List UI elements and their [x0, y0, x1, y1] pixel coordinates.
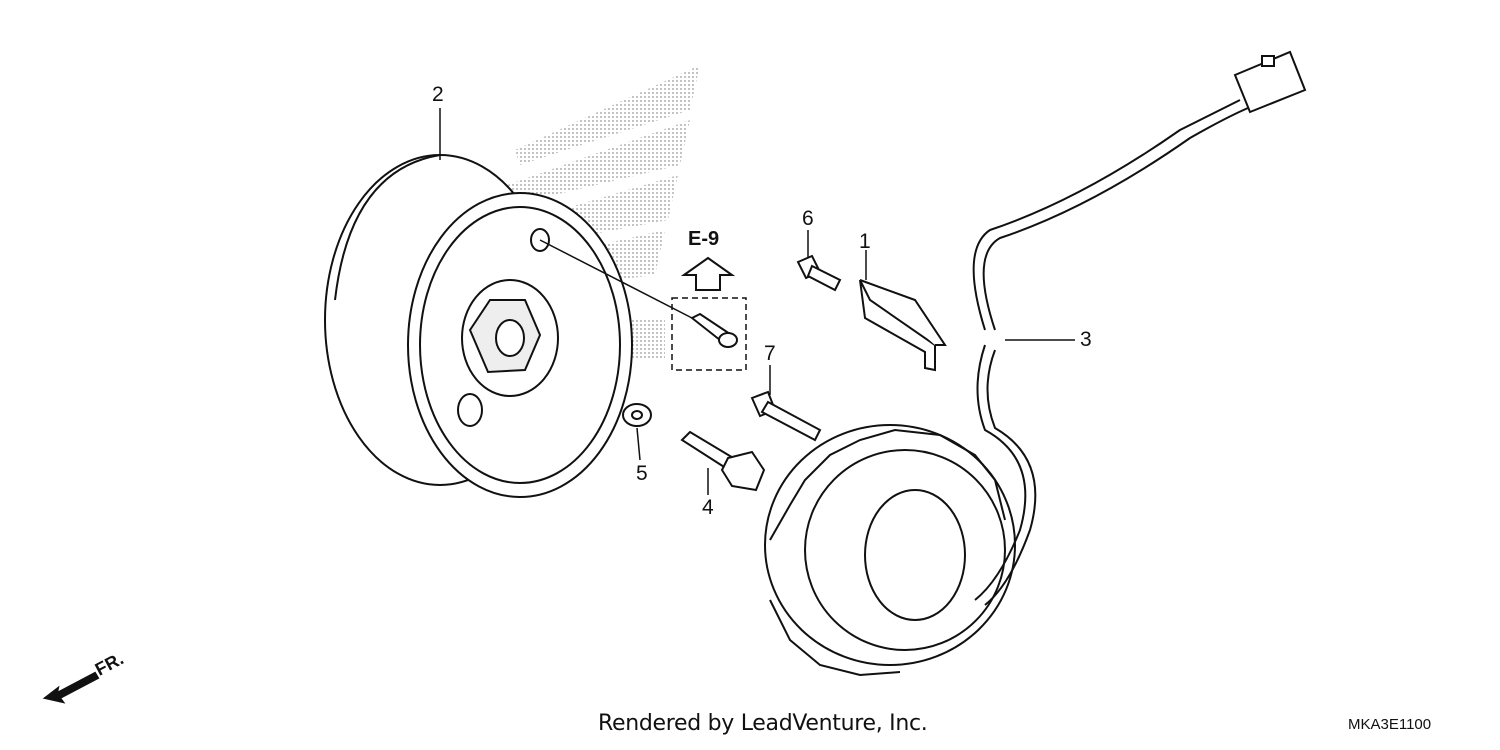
- callout-4: 4: [702, 496, 714, 519]
- dashed-reference-box: [671, 297, 747, 371]
- flywheel: [324, 154, 633, 498]
- bolt-6: [796, 254, 842, 292]
- callout-1: 1: [859, 230, 871, 253]
- credit-text: Rendered by LeadVenture, Inc.: [598, 711, 928, 736]
- callout-7: 7: [764, 342, 776, 365]
- callout-6: 6: [802, 207, 814, 230]
- stator-bracket: [859, 279, 947, 372]
- connector: [1233, 50, 1307, 114]
- stator: [764, 424, 1016, 677]
- reference-label: E-9: [688, 228, 720, 250]
- washer: [622, 403, 652, 427]
- front-direction-arrow: [42, 671, 100, 704]
- wire-harness: [972, 99, 1249, 606]
- reference-arrow: [680, 256, 736, 291]
- bolt-7: [750, 390, 822, 442]
- diagram-code: MKA3E1100: [1348, 716, 1432, 733]
- callout-2: 2: [432, 83, 444, 106]
- flange-bolt: [680, 430, 766, 492]
- callout-3: 3: [1080, 328, 1092, 351]
- callout-5: 5: [636, 462, 648, 485]
- leader-lines: [439, 108, 1075, 495]
